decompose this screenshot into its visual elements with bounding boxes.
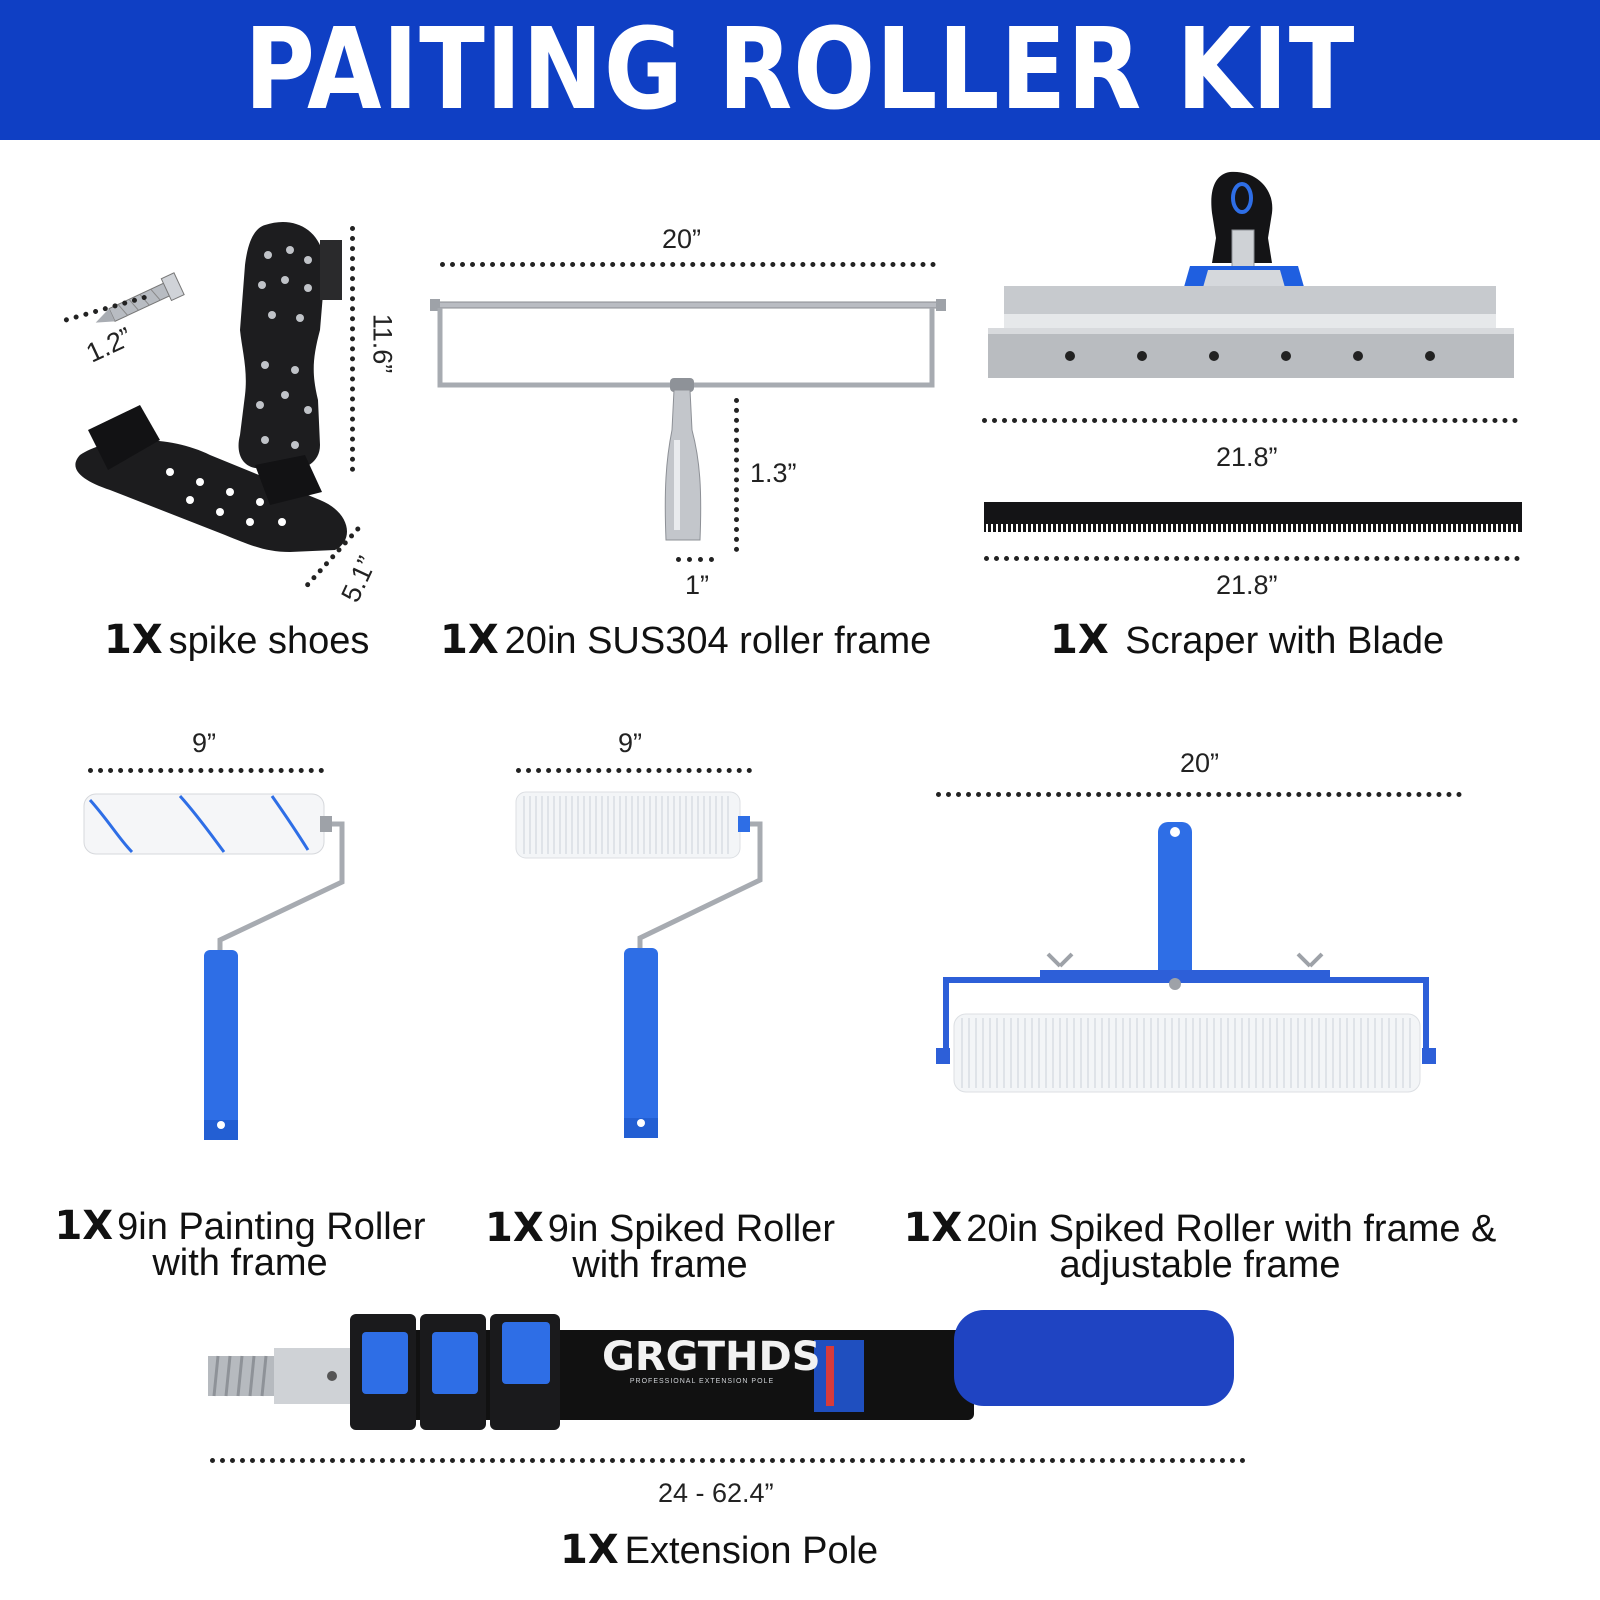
handle-length-dimension-line [734,398,739,552]
pole-brand-tagline: PROFESSIONAL EXTENSION POLE [629,1378,775,1385]
pole-length-dimension-line [210,1458,1246,1463]
item-label: spike shoes [168,620,370,662]
dimension-label: 20” [662,224,702,254]
item-label-line2: with frame [572,1244,748,1286]
item-label-line1: 20in Spiked Roller with frame & [966,1208,1497,1250]
dimension-label: 11.6” [367,313,398,374]
dimension-label: 1” [685,570,710,600]
quantity-label: 1X [54,1203,114,1249]
scraper-caption: 1X Scraper with Blade [1050,620,1444,660]
item-label: Scraper with Blade [1125,620,1445,662]
painting-roller-image [83,793,345,1140]
scraper-width-dimension-line [982,418,1518,423]
quantity-label: 1X [1050,617,1109,663]
blade-image [984,502,1522,534]
item-label-line1: 9in Painting Roller [117,1206,426,1248]
dimension-label: 9” [618,728,643,758]
blade-width-dimension-line [984,556,1520,561]
dimension-label: 9” [192,728,217,758]
large-spiked-roller-image [936,822,1436,1093]
spiked-roller-image [515,791,763,1138]
dimension-label: 20” [1180,748,1220,778]
quantity-label: 1X [560,1527,619,1573]
item-label-line2: adjustable frame [1059,1244,1341,1286]
frame-width-dimension-line [440,262,936,267]
spike-shoes-image [75,222,348,552]
item-label: 20in SUS304 roller frame [504,620,932,662]
shoe-height-dimension-line [350,226,355,472]
dimension-label: 1.3” [750,458,797,488]
pole-brand-logo: GRGTHDS PROFESSIONAL EXTENSION POLE [602,1334,821,1385]
item-label-line2: with frame [152,1242,328,1284]
quantity-label: 1X [440,617,499,663]
scraper-image [988,171,1514,378]
spiked-roller-dimension-line [516,768,752,773]
large-spiked-roller-dimension-line [936,792,1462,797]
quantity-label: 1X [903,1205,963,1251]
quantity-label: 1X [485,1205,544,1251]
item-label-line1: 9in Spiked Roller [547,1208,835,1250]
title-banner: PAITING ROLLER KIT [0,0,1600,140]
extension-pole-image [208,1310,1234,1430]
page-title: PAITING ROLLER KIT [244,5,1356,135]
dimension-label: 21.8” [1216,442,1278,472]
item-label: Extension Pole [624,1530,879,1572]
dimension-label: 24 - 62.4” [658,1478,774,1508]
roller-frame-image [430,299,946,541]
pole-brand-name: GRGTHDS [602,1334,821,1380]
handle-diameter-dimension-line [676,557,714,562]
dimension-label: 21.8” [1216,570,1278,600]
quantity-label: 1X [104,617,163,663]
painting-roller-dimension-line [88,768,324,773]
